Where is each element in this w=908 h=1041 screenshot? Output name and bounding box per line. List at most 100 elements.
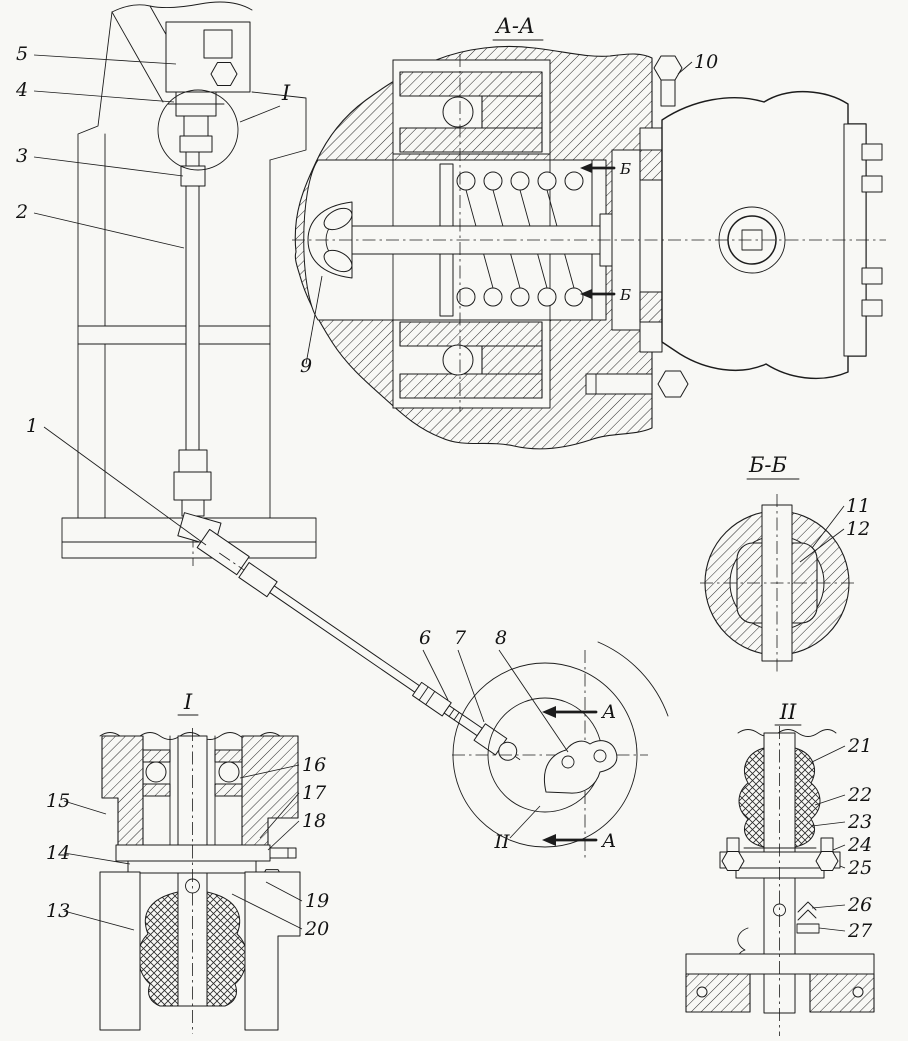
callout-6: 6 bbox=[419, 627, 431, 649]
leader-lines bbox=[33, 54, 846, 932]
leader-line bbox=[239, 105, 281, 123]
section-aa-view bbox=[292, 45, 886, 450]
leader-line bbox=[239, 764, 300, 779]
gear-housing bbox=[661, 91, 867, 380]
knuckle-block bbox=[196, 528, 250, 576]
detail-ii-base-right bbox=[809, 973, 875, 1013]
leader-line bbox=[811, 505, 845, 549]
detail-i-view bbox=[99, 728, 301, 1034]
bracket-bolt-head bbox=[210, 62, 238, 86]
left-elevation-view bbox=[61, 1, 521, 761]
lever-detail-view bbox=[452, 641, 669, 858]
callout-17: 17 bbox=[302, 782, 327, 804]
detail-ii-ref-label: II bbox=[493, 831, 510, 853]
callout-26: 26 bbox=[847, 894, 872, 916]
detail-i-boot-right bbox=[206, 891, 247, 1007]
leader-line bbox=[814, 794, 846, 806]
detail-ii-boot-left bbox=[738, 747, 765, 848]
leader-line bbox=[799, 528, 845, 563]
callout-12: 12 bbox=[846, 518, 870, 540]
leader-line bbox=[33, 156, 184, 177]
leader-line bbox=[422, 649, 449, 701]
cut-b-lower-label: Б bbox=[619, 286, 631, 304]
lower-bearing-outer-race bbox=[399, 373, 543, 399]
callout-2: 2 bbox=[15, 201, 28, 223]
bottom-bolt-shank bbox=[585, 373, 653, 395]
callout-4: 4 bbox=[15, 79, 28, 101]
leader-line bbox=[63, 910, 135, 931]
callout-13: 13 bbox=[46, 900, 70, 922]
callout-9: 9 bbox=[300, 355, 312, 377]
upper-bearing-ball bbox=[442, 96, 474, 128]
lever-arm bbox=[544, 740, 618, 794]
leader-line bbox=[33, 90, 175, 103]
cover-bolt bbox=[861, 175, 883, 193]
detail-ii-view bbox=[685, 726, 875, 1036]
seal-washer bbox=[796, 923, 820, 934]
leader-line bbox=[677, 61, 693, 75]
callout-27: 27 bbox=[847, 920, 873, 942]
callout-10: 10 bbox=[694, 51, 718, 73]
leader-line bbox=[43, 426, 207, 546]
callout-15: 15 bbox=[46, 790, 70, 812]
leader-line bbox=[267, 820, 300, 851]
callout-14: 14 bbox=[46, 842, 70, 864]
leader-line bbox=[839, 865, 846, 869]
cut-a-upper-label: А bbox=[600, 701, 616, 723]
text-labels: 5 4 3 2 1 I А-А 10 9 Б Б Б-Б 11 12 6 7 8… bbox=[15, 14, 873, 942]
leader-line bbox=[231, 893, 303, 930]
locknut bbox=[179, 135, 213, 153]
detail-i-bearing-ball bbox=[145, 761, 167, 783]
leader-line bbox=[265, 881, 303, 902]
callout-24: 24 bbox=[847, 834, 872, 856]
leader-line bbox=[832, 844, 846, 851]
callout-1: 1 bbox=[26, 415, 38, 437]
callout-20: 20 bbox=[304, 918, 329, 940]
callout-19: 19 bbox=[305, 890, 329, 912]
threaded-end bbox=[443, 705, 483, 737]
detail-i-title: I bbox=[183, 690, 193, 714]
leader-line bbox=[305, 275, 323, 365]
detail-i-circle bbox=[157, 89, 239, 171]
leader-line bbox=[509, 805, 541, 839]
callout-7: 7 bbox=[454, 627, 467, 649]
leader-line bbox=[811, 904, 846, 909]
detail-i-housing-left bbox=[101, 735, 144, 846]
vertical-rod bbox=[185, 151, 200, 453]
lower-bearing-inner-race bbox=[399, 321, 543, 347]
detail-i-housing-right bbox=[241, 735, 299, 846]
callout-23: 23 bbox=[847, 811, 872, 833]
cover-bolt bbox=[861, 299, 883, 317]
callout-5: 5 bbox=[16, 43, 28, 65]
rod-collar bbox=[180, 165, 206, 187]
leader-line bbox=[457, 649, 485, 723]
cut-a-lower-label: А bbox=[600, 830, 616, 852]
leader-line bbox=[811, 821, 846, 827]
bottom-bolt-head bbox=[657, 370, 689, 398]
section-aa-label: А-А bbox=[494, 14, 535, 38]
leader-line bbox=[811, 745, 846, 763]
callout-21: 21 bbox=[847, 735, 872, 757]
detail-ii-bolt-right bbox=[815, 851, 839, 871]
callout-25: 25 bbox=[847, 857, 872, 879]
cut-a-marks bbox=[542, 706, 598, 846]
rod-coupler-upper bbox=[178, 449, 208, 473]
callout-3: 3 bbox=[16, 145, 28, 167]
callout-8: 8 bbox=[495, 627, 507, 649]
spring-washer bbox=[797, 901, 817, 921]
leader-line bbox=[498, 649, 569, 753]
diagonal-link bbox=[219, 552, 521, 761]
upper-bearing-outer-race bbox=[399, 71, 543, 97]
leader-line bbox=[63, 852, 131, 865]
callout-11: 11 bbox=[846, 495, 870, 517]
leader-line bbox=[63, 800, 107, 815]
upper-bearing-inner-race bbox=[399, 127, 543, 153]
section-bb-label: Б-Б bbox=[748, 453, 787, 477]
top-bolt-head bbox=[653, 55, 683, 81]
top-bolt-shank bbox=[660, 79, 676, 107]
lower-bearing-ball bbox=[442, 344, 474, 376]
callout-16: 16 bbox=[302, 754, 326, 776]
leader-line bbox=[259, 792, 300, 839]
